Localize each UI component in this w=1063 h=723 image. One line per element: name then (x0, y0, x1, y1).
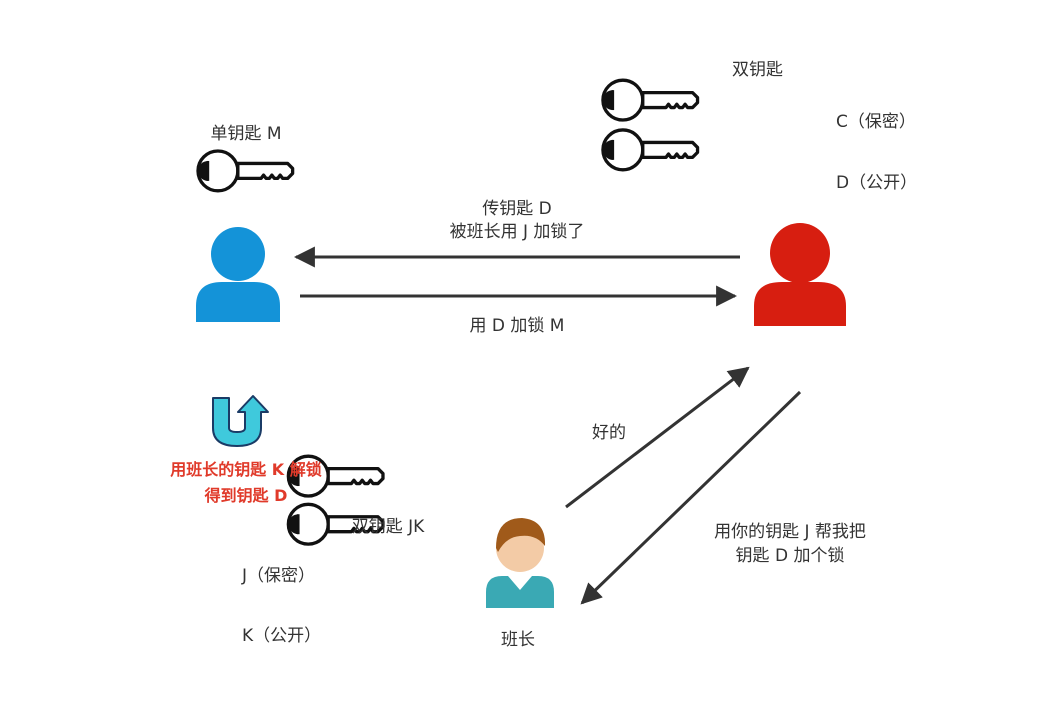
key-c-icon (601, 78, 700, 122)
u-turn-arrow-icon (212, 395, 269, 447)
top-arrow-label-2: 被班长用 J 加锁了 (449, 222, 585, 242)
left-person-icon (196, 227, 280, 322)
key-d-label: D（公开） (836, 173, 918, 193)
monitor-person-icon (486, 518, 554, 608)
monitor-name: 班长 (501, 630, 535, 650)
arrow-monitor-to-right (565, 366, 750, 509)
key-d-icon (601, 128, 700, 172)
request-label-2: 钥匙 D 加个锁 (735, 546, 845, 566)
bottom-arrow-label: 用 D 加锁 M (469, 316, 565, 336)
right-person-icon (754, 223, 846, 326)
top-arrow-label-1: 传钥匙 D (482, 199, 552, 219)
ok-label: 好的 (592, 423, 626, 443)
key-m-icon (196, 149, 295, 193)
key-c-label: C（保密） (836, 112, 916, 132)
right-keys-title: 双钥匙 (732, 60, 783, 80)
monitor-keys-title: 双钥匙 JK (351, 517, 425, 537)
key-k-label: K（公开） (242, 626, 322, 646)
note-line-1: 用班长的钥匙 K 解锁 (170, 460, 322, 479)
key-j-label: J（保密） (242, 566, 316, 586)
request-label-1: 用你的钥匙 J 帮我把 (714, 522, 866, 542)
key-m-label: 单钥匙 M (210, 124, 282, 144)
note-line-2: 得到钥匙 D (204, 486, 288, 505)
arrow-right-to-monitor (580, 390, 802, 605)
